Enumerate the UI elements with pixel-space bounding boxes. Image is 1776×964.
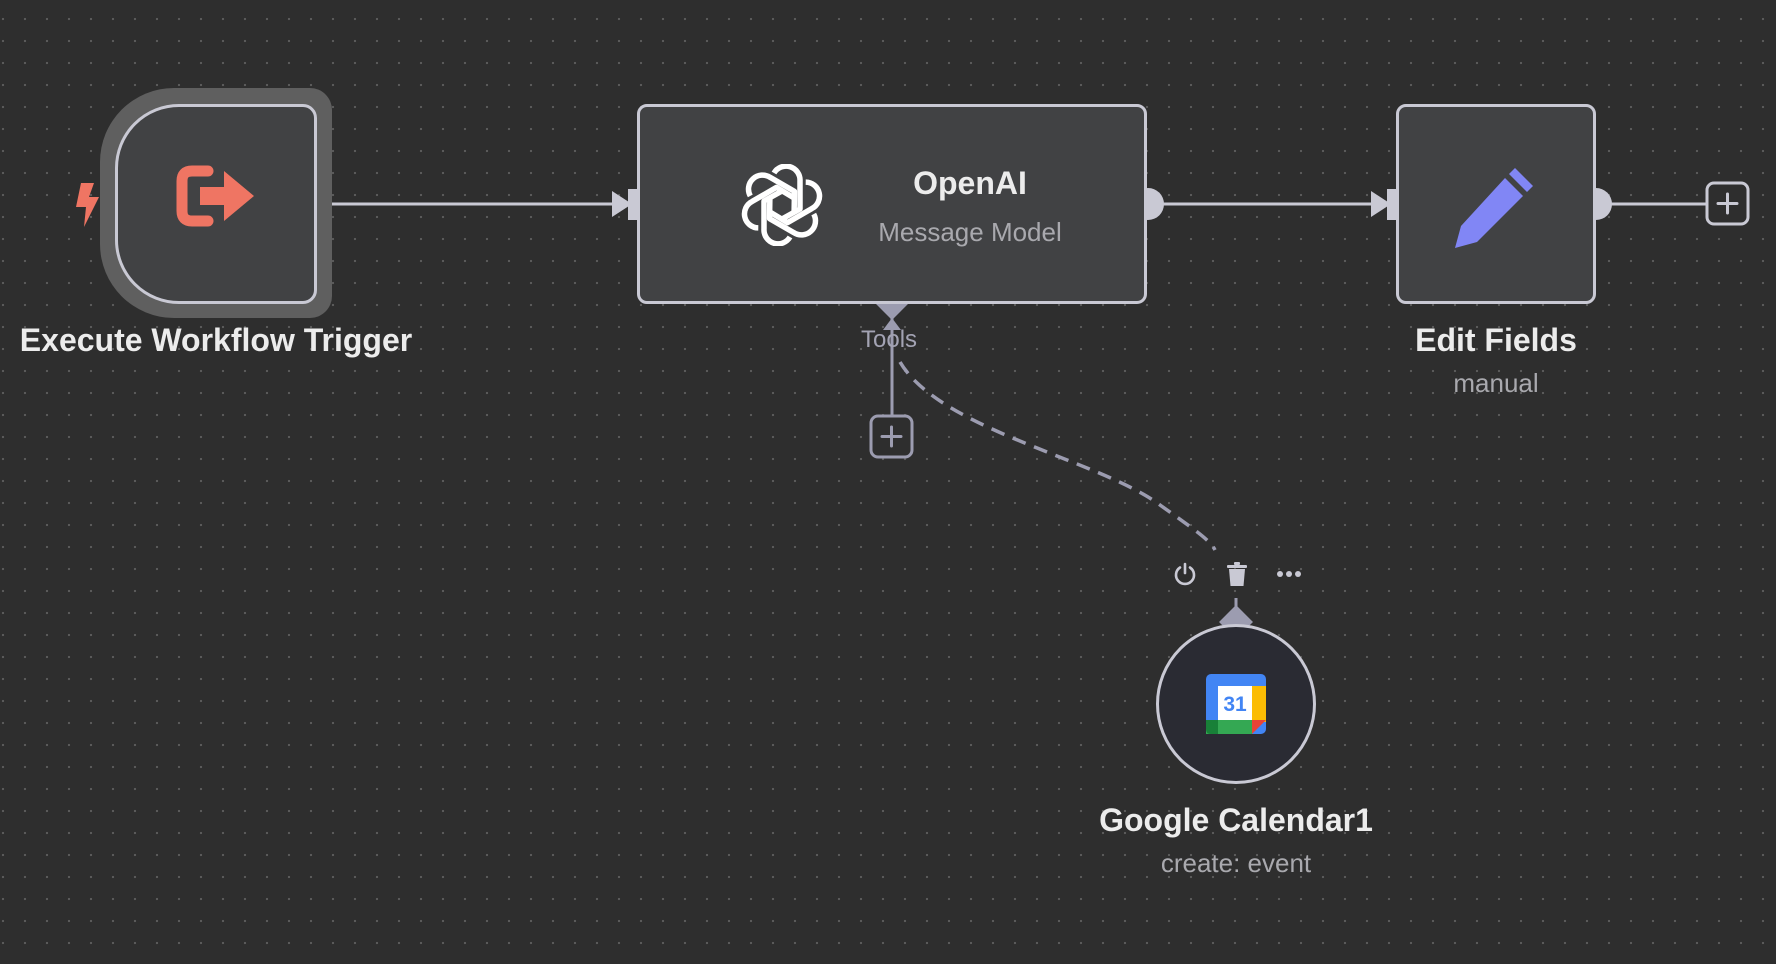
node-subtitle-openai: Message Model bbox=[878, 217, 1062, 247]
more-horizontal-icon bbox=[1277, 571, 1301, 577]
more-options-button[interactable] bbox=[1271, 556, 1307, 592]
node-edit-fields[interactable] bbox=[1396, 104, 1596, 304]
input-arrow-edit-fields bbox=[1371, 191, 1391, 217]
trash-icon bbox=[1227, 562, 1247, 586]
node-execute-workflow-trigger[interactable] bbox=[115, 104, 317, 304]
power-icon bbox=[1174, 562, 1196, 586]
plus-icon bbox=[880, 425, 903, 448]
lightning-bolt-icon bbox=[76, 183, 99, 227]
openai-logo-icon bbox=[741, 164, 823, 246]
deactivate-button[interactable] bbox=[1167, 556, 1203, 592]
node-title-execute-workflow-trigger: Execute Workflow Trigger bbox=[19, 322, 413, 358]
node-google-calendar[interactable]: 31 bbox=[1156, 624, 1316, 784]
delete-button[interactable] bbox=[1219, 556, 1255, 592]
input-arrow-openai bbox=[612, 191, 632, 217]
tools-port-label: Tools bbox=[861, 326, 918, 353]
node-openai[interactable]: OpenAI Message Model bbox=[637, 104, 1147, 304]
plus-icon bbox=[1716, 192, 1739, 215]
calendar-day-number: 31 bbox=[1223, 693, 1247, 716]
node-subtitle-edit-fields: manual bbox=[1453, 368, 1539, 398]
tool-connection-google-calendar[interactable] bbox=[898, 361, 1217, 551]
google-calendar-icon: 31 bbox=[1206, 674, 1266, 734]
node-subtitle-google-calendar: create: event bbox=[1160, 848, 1312, 878]
sign-out-arrow-icon bbox=[176, 165, 254, 227]
node-title-openai: OpenAI bbox=[913, 165, 1027, 201]
node-title-edit-fields: Edit Fields bbox=[1415, 322, 1577, 358]
pencil-icon bbox=[1455, 168, 1533, 248]
tools-port-arrow bbox=[883, 318, 901, 330]
node-title-google-calendar: Google Calendar1 bbox=[1099, 802, 1373, 838]
